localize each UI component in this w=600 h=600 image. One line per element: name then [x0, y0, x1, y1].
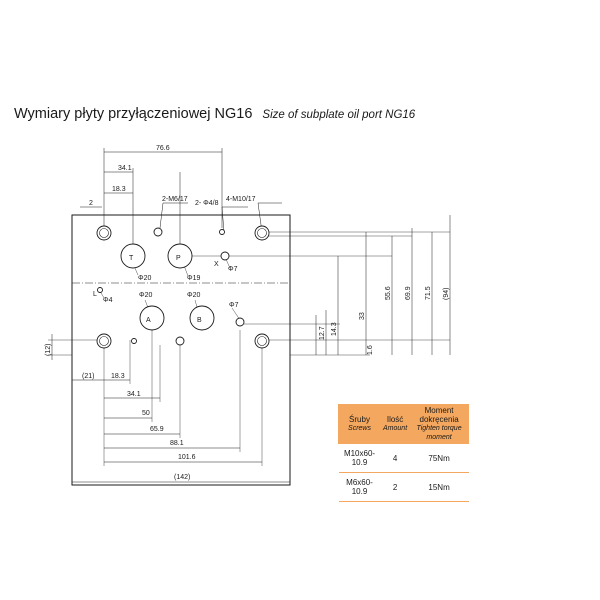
dia-y: Φ7	[229, 302, 239, 309]
cell-torque: 75Nm	[409, 443, 469, 473]
dim-65-9: 65.9	[150, 426, 164, 433]
pin-hole-bottom	[131, 338, 137, 344]
dim-94: (94)	[443, 288, 450, 300]
dim-18-3-bottom: 18.3	[111, 373, 125, 380]
cell-amount: 2	[380, 472, 410, 502]
callout-m10: 4-M10/17	[226, 196, 256, 203]
port-label-p: P	[176, 255, 181, 262]
dia-p: Φ19	[187, 275, 200, 282]
dim-71-5: 71.5	[425, 286, 432, 300]
dim-21: (21)	[82, 373, 94, 380]
dim-88-1: 88.1	[170, 440, 184, 447]
dim-2: 2	[89, 200, 93, 207]
dia-x: Φ7	[228, 266, 238, 273]
port-t	[120, 243, 146, 269]
dim-34-1-bottom: 34.1	[127, 391, 141, 398]
cell-amount: 4	[380, 443, 410, 473]
port-b	[189, 305, 215, 331]
m6-hole-top	[153, 227, 163, 237]
dim-1-6: 1.6	[367, 345, 374, 355]
bolt-hole-tr	[254, 225, 270, 241]
dia-t: Φ20	[138, 275, 151, 282]
dim-55-6: 55.6	[385, 286, 392, 300]
m6-hole-bottom	[175, 336, 185, 346]
dia-b: Φ20	[187, 292, 200, 299]
port-label-x: X	[214, 261, 219, 268]
dim-50: 50	[142, 410, 150, 417]
table-row: M10x60-10.9 4 75Nm	[338, 443, 469, 473]
bolt-hole-bl	[96, 333, 112, 349]
dia-a: Φ20	[139, 292, 152, 299]
dim-12: (12)	[45, 344, 52, 356]
table-row: M6x60-10.9 2 15Nm	[338, 472, 469, 502]
port-x	[220, 251, 230, 261]
port-l	[97, 287, 103, 293]
bolt-hole-br	[254, 333, 270, 349]
port-p	[167, 243, 193, 269]
port-y	[235, 317, 245, 327]
pin-hole-top	[219, 229, 225, 235]
dim-76-6: 76.6	[156, 145, 170, 152]
title-english: Size of subplate oil port NG16	[262, 109, 416, 121]
cell-screw: M10x60-10.9	[338, 443, 381, 473]
dim-69-9: 69.9	[405, 286, 412, 300]
callout-m6: 2-M6/17	[162, 196, 188, 203]
dia-l: Φ4	[103, 297, 113, 304]
callout-d4-8: 2- Φ4/8	[195, 200, 219, 207]
dim-34-1-top: 34.1	[118, 165, 132, 172]
dim-18-3-top: 18.3	[112, 186, 126, 193]
port-a	[139, 305, 165, 331]
port-label-b: B	[197, 317, 202, 324]
dim-142: (142)	[174, 474, 190, 481]
title-polish: Wymiary płyty przyłączeniowej NG16	[14, 106, 253, 122]
dim-101-6: 101.6	[178, 454, 196, 461]
plate-outline	[71, 214, 291, 486]
dim-14-3: 14.3	[331, 322, 338, 336]
port-label-t: T	[129, 255, 134, 262]
cell-screw: M6x60-10.9	[338, 472, 381, 502]
cell-torque: 15Nm	[409, 472, 469, 502]
port-label-a: A	[146, 317, 151, 324]
page-title: Wymiary płyty przyłączeniowej NG16 Size …	[14, 106, 415, 122]
dim-33: 33	[359, 312, 366, 320]
bolt-hole-tl	[96, 225, 112, 241]
port-label-l: L	[93, 291, 97, 298]
dim-12-7: 12.7	[319, 326, 326, 340]
